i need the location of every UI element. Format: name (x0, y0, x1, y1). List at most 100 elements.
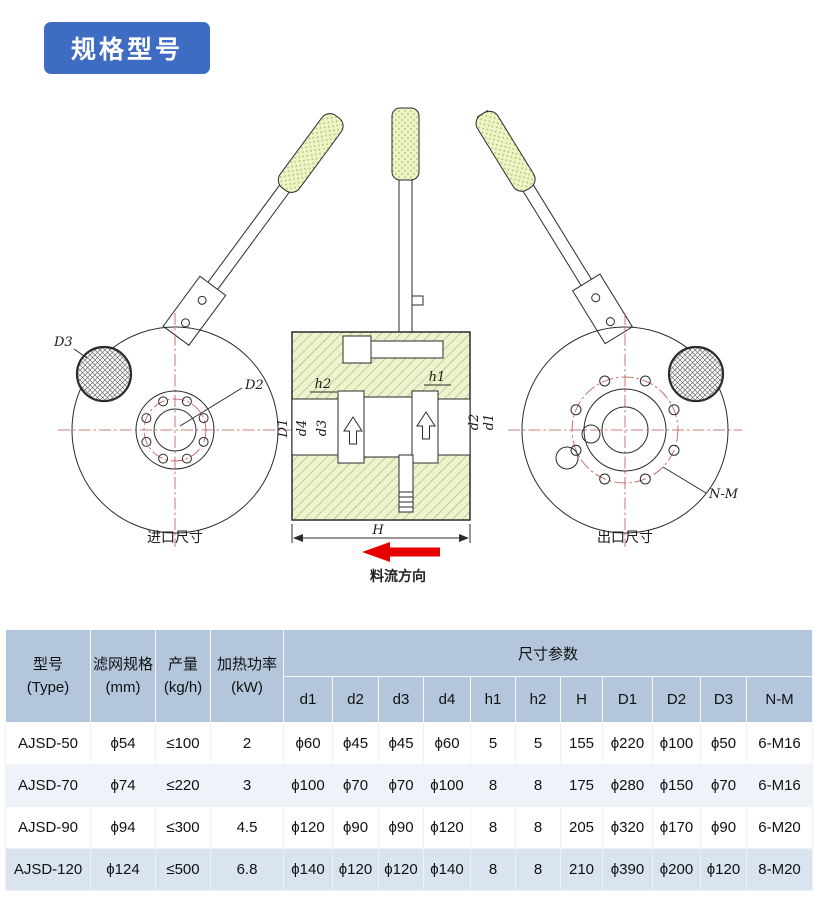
cell-output: ≤500 (155, 848, 211, 891)
channel-arrow (416, 411, 436, 440)
cell-mesh: ϕ124 (90, 848, 156, 891)
col-header-d4: d4 (423, 676, 471, 723)
col-header-dimensions-group: 尺寸参数 (282, 629, 814, 677)
cell-dim: ϕ60 (423, 722, 471, 765)
channel-arrow (343, 416, 363, 445)
cell-dim: 210 (560, 848, 603, 891)
cell-mesh: ϕ94 (90, 806, 156, 849)
cell-dim: ϕ70 (378, 764, 424, 807)
cell-dim: 5 (470, 722, 516, 765)
table-row: AJSD-120 ϕ124 ≤500 6.8 ϕ140 ϕ120 ϕ120 ϕ1… (5, 848, 814, 891)
cell-dim: ϕ70 (332, 764, 379, 807)
cell-power: 4.5 (210, 806, 284, 849)
cell-dim: ϕ100 (652, 722, 701, 765)
inlet-view: D2 D3 进口尺寸 (53, 113, 344, 547)
cell-dim: ϕ140 (423, 848, 471, 891)
cell-power: 6.8 (210, 848, 284, 891)
section-view: h2 h1 D1 d4 d3 d2 d1 H 料流方向 (276, 107, 497, 584)
table-row: AJSD-70 ϕ74 ≤220 3 ϕ100 ϕ70 ϕ70 ϕ100 8 8… (5, 764, 814, 807)
cell-output: ≤220 (155, 764, 211, 807)
dim-label-d1: d1 (482, 414, 497, 431)
cell-dim: ϕ150 (652, 764, 701, 807)
cell-dim: 8 (515, 848, 561, 891)
cell-dim: 155 (560, 722, 603, 765)
inlet-screen-mesh (75, 345, 133, 403)
cell-dim: 8 (515, 806, 561, 849)
dim-label-h2: h2 (315, 377, 332, 392)
cell-type: AJSD-50 (5, 722, 91, 765)
outlet-handle-clamp (571, 273, 634, 345)
cell-dim: ϕ120 (423, 806, 471, 849)
col-header-d1: d1 (283, 676, 333, 723)
section-handle-rod (398, 177, 413, 335)
col-header-H: H (560, 676, 603, 723)
cell-dim: ϕ220 (602, 722, 653, 765)
dim-label-D2: D2 (244, 378, 264, 393)
inlet-handle-clamp (162, 275, 227, 346)
cell-dim: ϕ50 (700, 722, 747, 765)
cell-dim: 8 (470, 848, 516, 891)
cell-dim: ϕ390 (602, 848, 653, 891)
cell-dim: ϕ100 (283, 764, 333, 807)
dim-label-NM: N-M (708, 487, 739, 502)
outlet-caption: 出口尺寸 (597, 529, 653, 545)
cell-dim: ϕ45 (332, 722, 379, 765)
inlet-handle (162, 113, 344, 346)
col-header-d2: d2 (332, 676, 379, 723)
cell-type: AJSD-90 (5, 806, 91, 849)
cell-power: 2 (210, 722, 284, 765)
cell-dim: ϕ120 (700, 848, 747, 891)
spec-table: 型号 (Type) 滤网规格 (mm) 产量 (kg/h) 加热功率 (kW) … (5, 629, 814, 891)
table-row: AJSD-90 ϕ94 ≤300 4.5 ϕ120 ϕ90 ϕ90 ϕ120 8… (5, 806, 814, 849)
cell-dim: ϕ90 (332, 806, 379, 849)
cell-dim: 8 (515, 764, 561, 807)
dim-label-D1: D1 (276, 419, 291, 439)
cell-dim: 6-M16 (745, 722, 814, 765)
cell-dim: ϕ70 (700, 764, 747, 807)
outlet-view: N-M 出口尺寸 (475, 109, 742, 547)
cell-dim: 175 (560, 764, 603, 807)
cell-dim: 8 (470, 806, 516, 849)
flow-direction-arrow (362, 542, 440, 562)
cell-dim: ϕ60 (283, 722, 333, 765)
flow-direction-label: 料流方向 (370, 568, 426, 584)
cell-dim: ϕ100 (423, 764, 471, 807)
col-header-D1: D1 (602, 676, 653, 723)
cell-dim: 5 (515, 722, 561, 765)
header-row-1: 型号 (Type) 滤网规格 (mm) 产量 (kg/h) 加热功率 (kW) … (5, 629, 814, 723)
cell-type: AJSD-70 (5, 764, 91, 807)
table-row: AJSD-50 ϕ54 ≤100 2 ϕ60 ϕ45 ϕ45 ϕ60 5 5 1… (5, 722, 814, 765)
dim-label-d3: d3 (315, 420, 330, 437)
cell-power: 3 (210, 764, 284, 807)
cell-dim: ϕ120 (378, 848, 424, 891)
cell-dim: ϕ140 (283, 848, 333, 891)
col-header-output: 产量 (kg/h) (155, 629, 211, 723)
dim-label-H: H (371, 523, 384, 538)
cell-dim: ϕ90 (378, 806, 424, 849)
col-header-h2: h2 (515, 676, 561, 723)
cell-dim: 205 (560, 806, 603, 849)
col-header-D3: D3 (700, 676, 747, 723)
dim-label-h1: h1 (429, 370, 446, 385)
page-title-badge: 规格型号 (44, 22, 211, 74)
cell-mesh: ϕ54 (90, 722, 156, 765)
cell-dim: ϕ120 (283, 806, 333, 849)
dim-label-d4: d4 (295, 420, 310, 437)
section-handle-grip (391, 107, 420, 181)
cell-output: ≤300 (155, 806, 211, 849)
header-row-2: d1 d2 d3 d4 h1 h2 H D1 D2 D3 N-M (6, 676, 814, 723)
screen-changer-diagram: D2 D3 进口尺寸 h2 h1 D1 d4 d3 (53, 107, 742, 584)
technical-drawing: D2 D3 进口尺寸 h2 h1 D1 d4 d3 (40, 100, 817, 605)
cell-dim: 8-M20 (745, 848, 814, 891)
bottom-screw (398, 454, 414, 513)
dim-label-D3: D3 (53, 335, 73, 350)
inlet-disc (71, 326, 279, 534)
cell-dim: ϕ120 (332, 848, 379, 891)
cell-dim: ϕ90 (700, 806, 747, 849)
cell-dim: ϕ45 (378, 722, 424, 765)
cell-dim: 8 (470, 764, 516, 807)
cell-dim: ϕ280 (602, 764, 653, 807)
cell-type: AJSD-120 (5, 848, 91, 891)
cell-output: ≤100 (155, 722, 211, 765)
cell-mesh: ϕ74 (90, 764, 156, 807)
